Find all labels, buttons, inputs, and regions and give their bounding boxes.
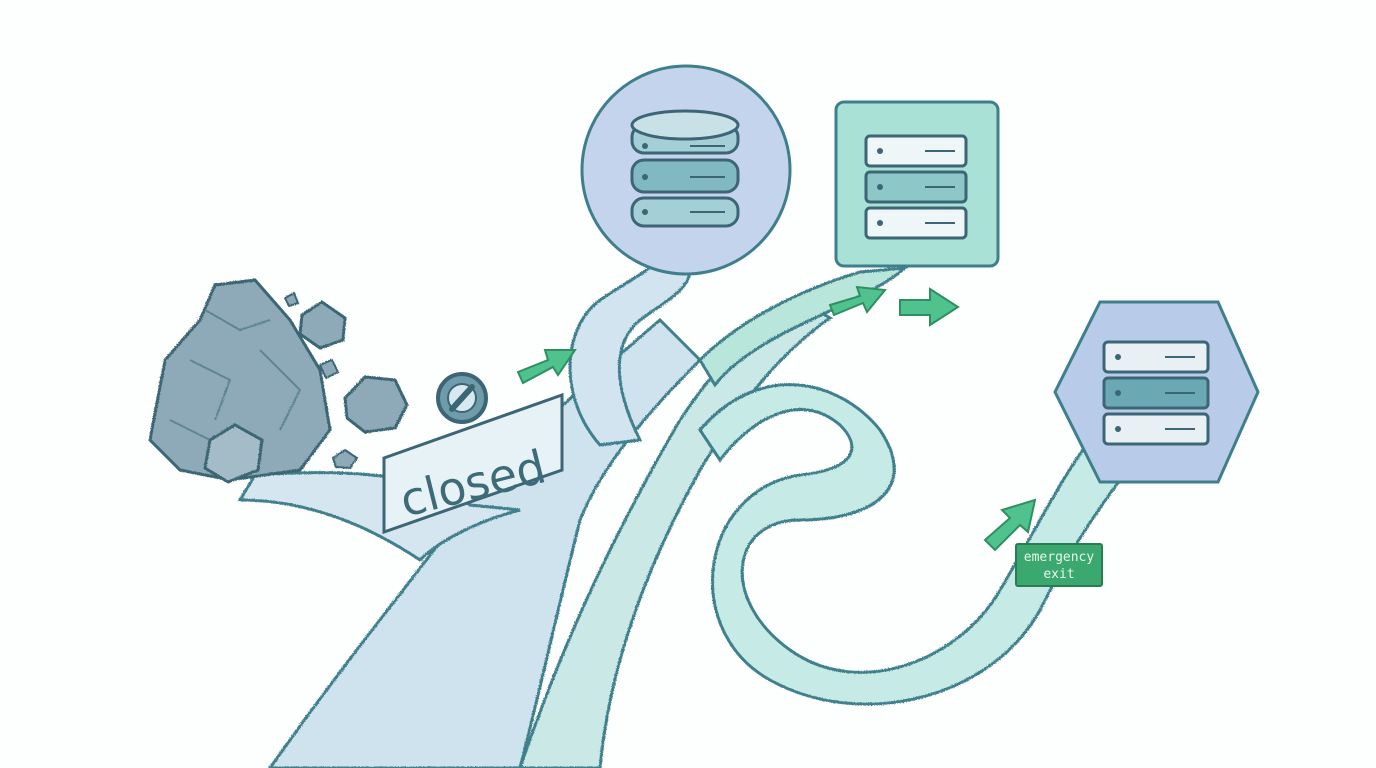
arrow-icon xyxy=(828,285,887,317)
no-entry-icon xyxy=(436,372,488,424)
emergency-exit-line1: emergency xyxy=(1024,550,1095,565)
road-network xyxy=(237,260,1122,768)
server-rack-icon xyxy=(864,134,968,240)
database-node xyxy=(580,64,792,276)
hexagon-server-node xyxy=(1053,300,1260,484)
arrow-icon xyxy=(899,287,960,327)
database-icon xyxy=(630,109,740,228)
arrow-icon xyxy=(983,498,1037,552)
arrow-icon xyxy=(516,349,577,385)
closed-sign-board xyxy=(382,392,564,535)
emergency-exit-sign: emergency exit xyxy=(1015,543,1103,587)
emergency-exit-line2: exit xyxy=(1043,567,1074,582)
boulder-icon xyxy=(148,278,409,484)
server-rack-icon xyxy=(1102,340,1210,446)
square-server-node xyxy=(834,100,1000,268)
arrows xyxy=(516,285,1037,552)
